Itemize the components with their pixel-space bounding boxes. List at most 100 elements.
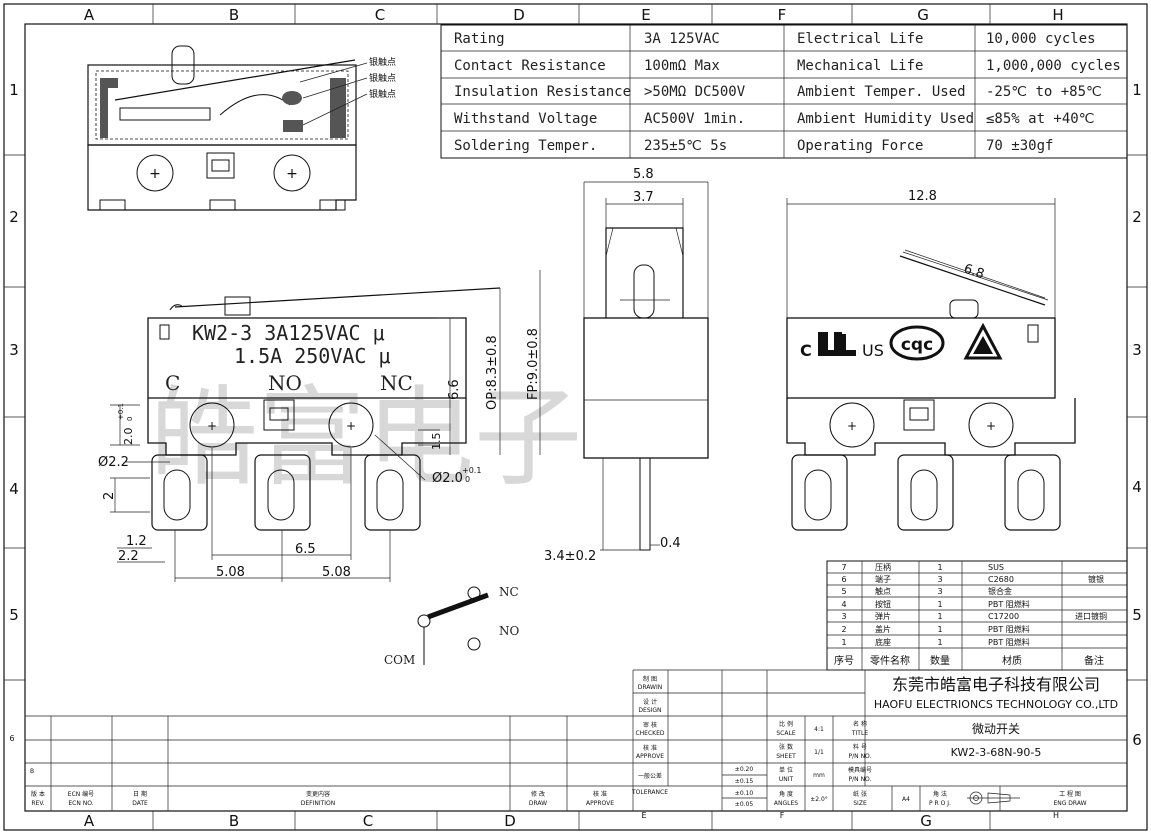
pin-nc-label: NC [380,371,413,395]
rev-header: 核 准 [593,790,607,798]
cert-us: US [862,341,884,360]
bom-material: C2680 [988,575,1014,584]
dim-2-0-tol-top: +0.1 [117,403,125,420]
callout-silver-contact: 银触点 [369,72,396,84]
spec-value: >50MΩ DC500V [644,84,746,100]
col-label: H [1053,811,1059,820]
unit-label-en: UNIT [779,776,794,783]
col-label: D [513,6,525,24]
projection-label-en: P R O J. [929,800,951,807]
design-label: 设 计 [643,698,657,706]
spec-value: ≤85% at +40℃ [986,111,1094,127]
bom-qty: 1 [937,625,942,634]
spec-label: Ambient Temper. Used [797,84,966,100]
row-label: 3 [1132,341,1142,359]
bom-material: PBT 阻燃料 [988,599,1030,609]
part-number: KW2-3-68N-90-5 [951,746,1042,759]
dim-5-08: 5.08 [322,565,351,580]
marking-line1: KW2-3 3A125VAC μ [192,321,385,345]
row-label: 6 [1132,731,1142,749]
title-block: 东莞市皓富电子科技有限公司 HAOFU ELECTRIONCS TECHNOLO… [25,669,1127,811]
spec-value: -25℃ to +85℃ [986,84,1102,100]
tol-value: ±0.15 [735,778,754,785]
col-label: C [363,812,373,830]
rev-b: B [30,768,34,775]
row-label: 2 [9,208,19,226]
row-label: 4 [9,480,19,498]
angle-value: ±2.0° [810,796,828,803]
dim-1-5: 1.5 [430,433,443,451]
rev-header-en: APPROVE [586,800,614,807]
dim-2-0-tol-bot: 0 [126,417,134,421]
checked-label: 审 核 [643,721,657,729]
dim-op: OP:8.3±0.8 [485,335,500,410]
spec-value: 10,000 cycles [986,31,1096,47]
mold-label: 模具编号 [848,766,872,774]
bom-name: 弹片 [875,611,891,621]
spec-value: 70 ±30gf [986,138,1053,154]
dim-1-2: 1.2 [126,534,147,549]
drawn-label-en: DRAWIN [638,684,663,691]
dim-phi-2-0-tol-top: +0.1 [462,466,481,475]
rear-view: + + 12.8 6.8 C US cqc [786,189,1076,531]
cqc-mark-icon: cqc [889,325,945,361]
col-label: C [375,6,385,24]
tolerance-label: TOLERANCE [631,789,668,796]
pn-label-en: P/N NO. [849,753,872,760]
size-value: A4 [902,796,910,803]
col-label: E [641,6,650,24]
bom-name: 压柄 [875,562,891,572]
dim-2-2: 2.2 [118,549,139,564]
name-label-en: TITLE [851,730,868,737]
size-label-en: SIZE [853,800,867,807]
bom-name: 按钮 [875,599,891,609]
drawn-label: 制 图 [643,675,657,683]
rev-header: 版 本 [31,790,45,798]
scale-label: 比 例 [779,720,793,728]
spec-value: 3A 125VAC [644,31,720,47]
bom-name: 底座 [875,637,891,647]
drawing-frame: A B C D E F G H A B C D E F G H 1 2 3 4 … [3,3,1148,831]
section-view: 银触点 银触点 银触点 + + [87,45,396,211]
bom-no: 6 [841,575,846,584]
spec-label: Withstand Voltage [454,111,597,127]
bom-note: 进口镀铜 [1075,611,1107,621]
rev-header: 修 改 [531,790,545,798]
bom-material: 银合金 [988,586,1012,596]
dim-12-8: 12.8 [908,189,937,204]
rev-header-en: DATE [132,800,148,807]
tol-value: ±0.10 [735,790,754,797]
spec-table: Rating 3A 125VAC Electrical Life 10,000 … [440,24,1128,159]
watermark: 皓富电子 [150,376,582,501]
bom-name: 端子 [875,574,891,584]
switch-schematic: NC NO COM [384,585,520,667]
col-label: G [920,812,932,830]
spec-value: 100mΩ Max [644,58,720,74]
sheet-label-en: SHEET [776,753,796,760]
row-label: 2 [1132,208,1142,226]
row-label: 5 [1132,606,1142,624]
rev-header: 日 期 [133,790,147,798]
bom-no: 4 [841,600,846,609]
pin-c-label: C [165,371,180,395]
checked-label-en: CHECKED [635,730,664,737]
svg-text:+: + [286,166,298,182]
col-label: A [84,812,95,830]
dim-6-5: 6.5 [295,542,316,557]
col-label: F [780,811,785,820]
dim-phi-2-0-tol-bot: 0 [465,475,470,484]
bom-qty: 1 [937,563,942,572]
bom-material: SUS [988,563,1004,572]
rev-header-en: DEFINITION [301,800,336,807]
col-label: B [229,6,239,24]
eng-label: 工 程 图 [1059,790,1081,798]
dim-phi-2-0: Ø2.0 [432,471,463,486]
dim-6-6: 6.6 [447,379,462,400]
side-view: 5.8 3.7 3.4±0.2 0.4 [544,167,709,564]
sheet-value: 1/1 [814,749,824,756]
row-label: 3 [9,341,19,359]
col-label: A [84,6,95,24]
spec-label: Operating Force [797,138,923,154]
company-en: HAOFU ELECTRIONCS TECHNOLOGY CO.,LTD [874,698,1118,711]
bom-note: 镀银 [1088,574,1104,584]
